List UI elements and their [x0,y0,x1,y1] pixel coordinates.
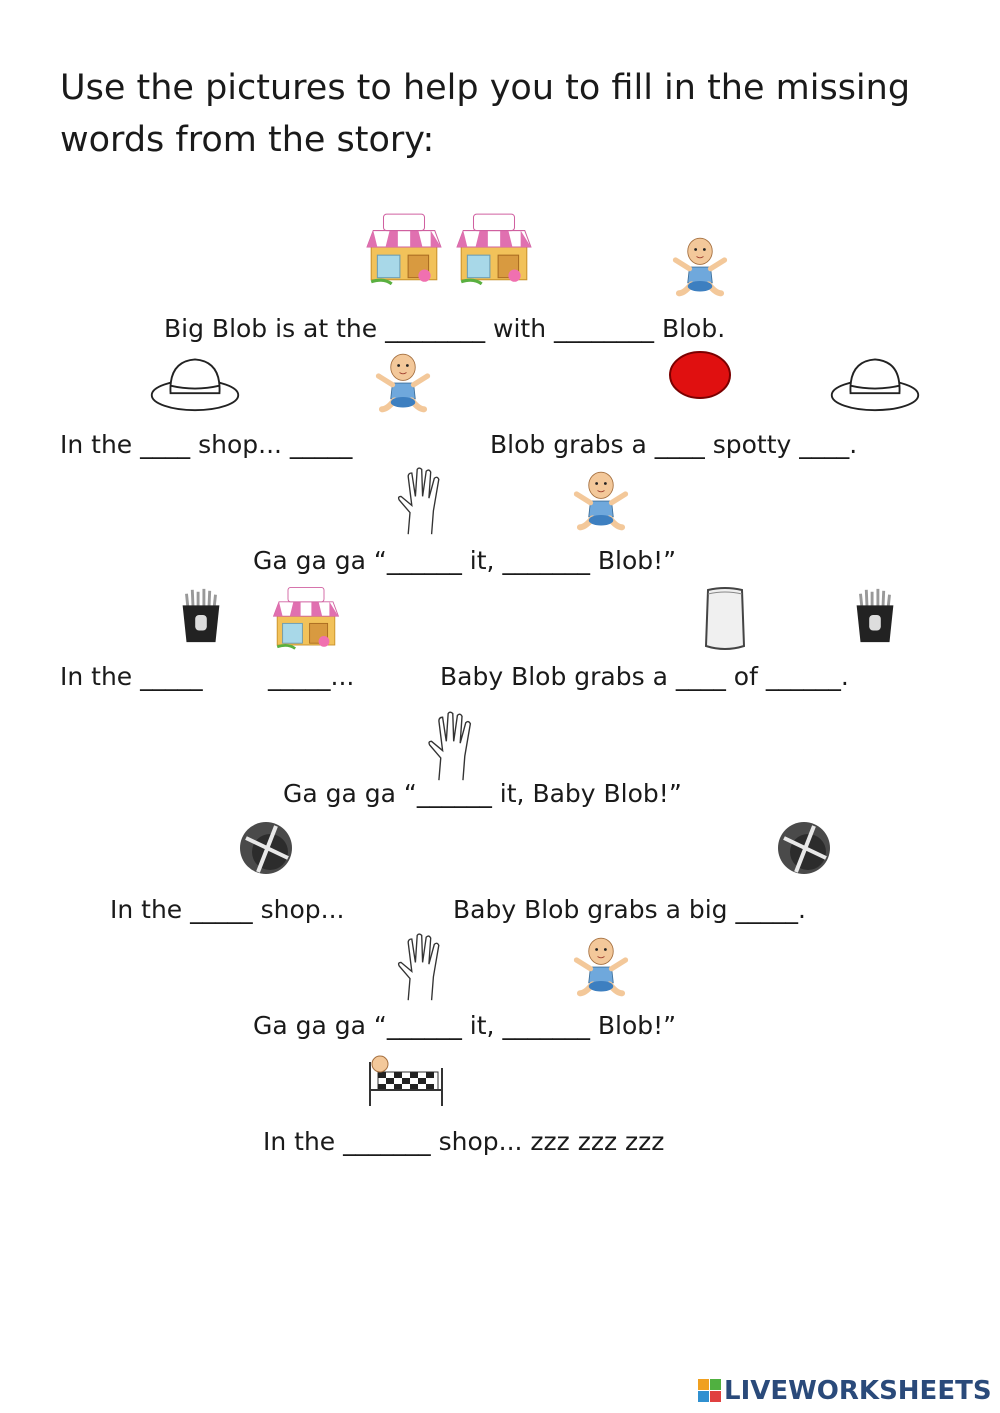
story-line: Ga ga ga “______ it, _______ Blob!” [253,546,677,575]
liveworksheets-logo: LIVEWORKSHEETS [698,1376,992,1406]
baby-icon [368,348,438,418]
hand-icon [422,708,478,782]
baby-icon [566,932,636,1002]
story-line: In the _____ [60,662,203,691]
red-spot-icon [669,351,731,399]
story-line: Baby Blob grabs a big _____. [453,895,806,924]
story-line: In the _______ shop... zzz zzz zzz [263,1127,665,1156]
hat-icon [828,348,922,414]
baby-icon [665,232,735,302]
instructions-heading: Use the pictures to help you to fill in … [60,68,911,160]
hand-icon [392,464,446,536]
fries-icon [176,586,226,644]
bag-icon [700,584,750,654]
bun-icon [774,818,834,878]
story-line: Ga ga ga “______ it, _______ Blob!” [253,1011,677,1040]
story-line: In the _____ shop... [110,895,345,924]
brand-name: LIVEWORKSHEETS [724,1376,992,1406]
story-line: In the ____ shop... _____ [60,430,353,459]
logo-blocks-icon [698,1379,721,1402]
bed-icon [364,1050,444,1110]
story-line: Ga ga ga “______ it, Baby Blob!” [283,779,682,808]
shop-icon [453,208,535,290]
hat-icon [148,348,242,414]
hand-icon [392,930,446,1002]
shop-icon [363,208,445,290]
story-line: Blob grabs a ____ spotty ____. [490,430,858,459]
fries-icon [850,586,900,644]
bun-icon [236,818,296,878]
shop-icon [270,582,342,654]
baby-icon [566,466,636,536]
story-line: Baby Blob grabs a ____ of ______. [440,662,849,691]
story-line: _____... [268,662,355,691]
story-line: Big Blob is at the ________ with _______… [164,314,726,343]
